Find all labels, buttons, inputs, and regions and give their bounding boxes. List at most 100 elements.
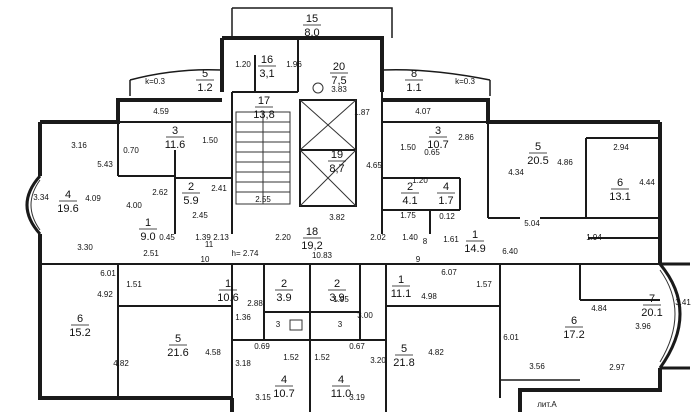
marker-label: 11 (205, 240, 214, 249)
room-area: 13,8 (253, 109, 274, 121)
room-number: 4 (65, 189, 71, 201)
room-number: 5 (175, 333, 181, 345)
dimension-label: 4.00 (126, 201, 142, 210)
dimension-label: 1.87 (354, 108, 370, 117)
room-area: 13.1 (609, 191, 630, 203)
room-label: 310.7 (427, 125, 448, 151)
dimension-label: 1.50 (400, 143, 416, 152)
dimension-label: 1.50 (202, 136, 218, 145)
room-area: 15.2 (69, 327, 90, 339)
dimension-label: 0.69 (254, 342, 270, 351)
room-number: 20 (333, 61, 345, 73)
room-label: 198,7 (328, 149, 346, 175)
room-number: 6 (571, 315, 577, 327)
room-area: 3,1 (259, 68, 274, 80)
dimension-label: 3.41 (675, 298, 691, 307)
marker-label: 3 (276, 320, 281, 329)
room-number: 1 (145, 217, 151, 229)
room-area: 21.8 (393, 357, 414, 369)
room-label: 114.9 (464, 229, 485, 255)
room-number: 18 (306, 226, 318, 238)
room-number: 1 (472, 229, 478, 241)
room-number: 4 (281, 374, 287, 386)
marker-label: 3 (338, 320, 343, 329)
room-area: 11.6 (165, 139, 186, 151)
dimension-label: 0.70 (123, 146, 139, 155)
room-area: 10.7 (427, 139, 448, 151)
dimension-label: 4.44 (639, 178, 655, 187)
room-label: 419.6 (57, 189, 78, 215)
room-label: 19.0 (139, 217, 157, 243)
room-label: 51.2 (196, 68, 214, 94)
dimension-label: 4.34 (508, 168, 524, 177)
room-area: 20.5 (527, 155, 548, 167)
room-number: 2 (281, 278, 287, 290)
dimension-label: 2.94 (613, 143, 629, 152)
room-label: 111.1 (391, 274, 412, 300)
dimension-label: 0.45 (159, 233, 175, 242)
sink-icon (289, 319, 303, 331)
dimension-label: 0.67 (349, 342, 365, 351)
dimension-label: 4.82 (113, 359, 129, 368)
dimension-label: 1.94 (586, 233, 602, 242)
room-label: 41.7 (437, 181, 455, 207)
dimension-label: 3.56 (529, 362, 545, 371)
dimension-label: 2.62 (152, 188, 168, 197)
room-label: 110.6 (217, 278, 238, 304)
dimension-label: 5.43 (97, 160, 113, 169)
dimension-label: 3.20 (370, 356, 386, 365)
room-area: 8,7 (329, 163, 344, 175)
room-label: 207,5 (330, 61, 348, 87)
room-label: 163,1 (258, 54, 276, 80)
marker-label: 8 (423, 237, 428, 246)
room-area: 19.6 (57, 203, 78, 215)
dimension-label: 1.52 (283, 353, 299, 362)
dimension-label: 3.00 (357, 311, 373, 320)
dimension-label: 1.51 (126, 280, 142, 289)
room-number: 2 (334, 278, 340, 290)
dimension-label: 3.34 (33, 193, 49, 202)
room-number: 19 (331, 149, 343, 161)
dimension-label: 3.30 (77, 243, 93, 252)
room-number: 3 (172, 125, 178, 137)
dimension-label: 1.39 (195, 233, 211, 242)
dimension-label: 4.82 (428, 348, 444, 357)
dimension-label: 4.09 (85, 194, 101, 203)
dimension-label: 4.98 (421, 292, 437, 301)
room-area: 10.7 (273, 388, 294, 400)
dimension-label: 1.96 (286, 60, 302, 69)
dimension-label: 2.55 (255, 195, 271, 204)
room-number: 16 (261, 54, 273, 66)
dimension-label: 0.12 (439, 212, 455, 221)
dimension-label: 1.61 (443, 235, 459, 244)
room-label: 615.2 (69, 313, 90, 339)
room-label: 720.1 (641, 293, 662, 319)
dimension-label: 2.97 (609, 363, 625, 372)
room-area: 1.2 (197, 82, 212, 94)
room-label: 25.9 (182, 181, 200, 207)
room-label: 158,0 (303, 13, 321, 39)
dimension-label: 2.88 (247, 299, 263, 308)
room-label: 617.2 (563, 315, 584, 341)
dimension-label: 2.41 (211, 184, 227, 193)
room-number: 1 (398, 274, 404, 286)
room-area: 7,5 (331, 75, 346, 87)
room-number: 15 (306, 13, 318, 25)
dimension-label: 4.86 (557, 158, 573, 167)
room-label: 613.1 (609, 177, 630, 203)
room-label: 520.5 (527, 141, 548, 167)
room-area: 14.9 (464, 243, 485, 255)
dimension-label: 1.75 (400, 211, 416, 220)
dimension-label: 3.18 (235, 359, 251, 368)
marker-label: 10 (201, 255, 210, 264)
dimension-label: 1.36 (235, 313, 251, 322)
dimension-label: лит.А (537, 400, 557, 409)
dimension-label: 3.15 (255, 393, 271, 402)
dimension-label: 3.82 (329, 213, 345, 222)
room-area: 9.0 (140, 231, 155, 243)
room-area: 17.2 (563, 329, 584, 341)
room-label: 24.1 (401, 181, 419, 207)
